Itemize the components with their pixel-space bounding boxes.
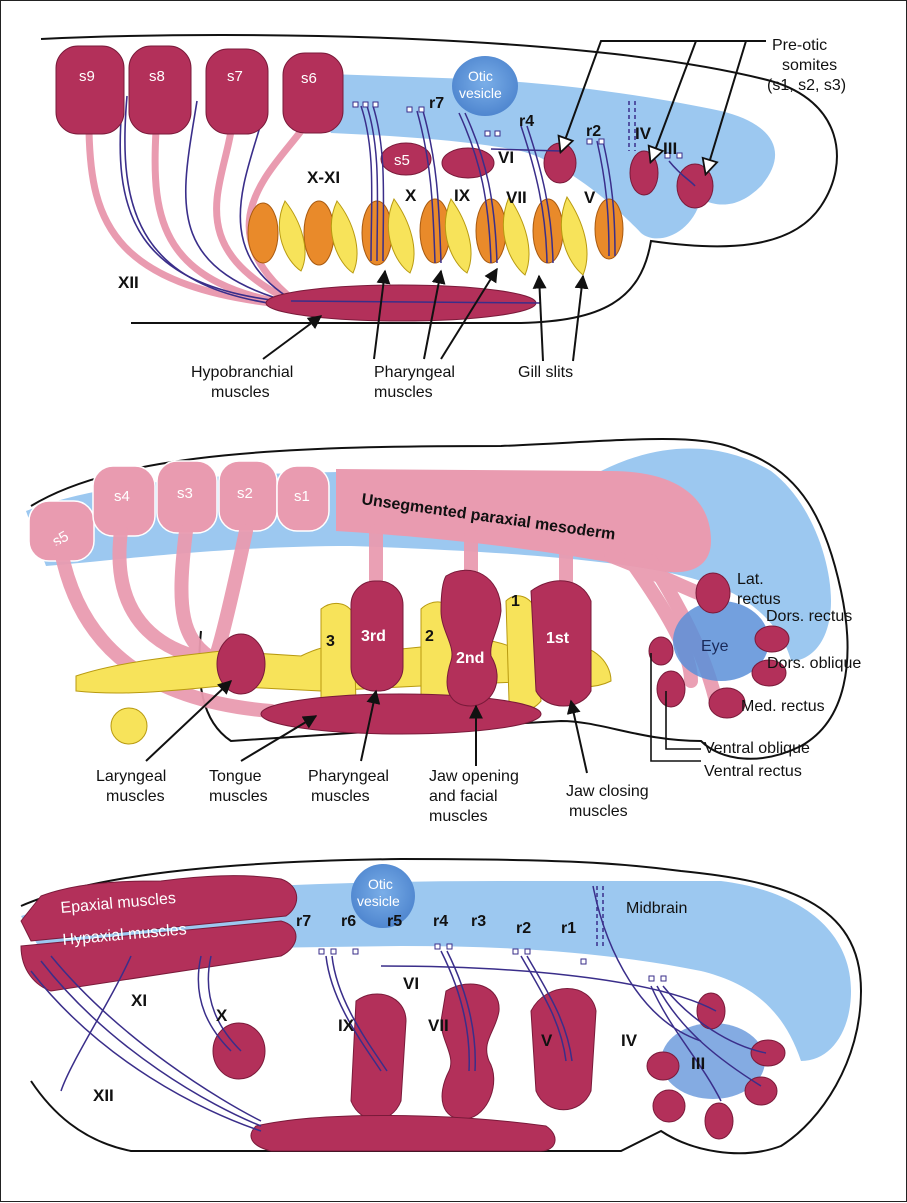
eye-lat-rectus-2: rectus bbox=[737, 591, 781, 608]
jaw-opening-label-2: and facial bbox=[429, 788, 498, 805]
nerve-label-V: V bbox=[584, 188, 596, 207]
panel1-otic-label-2: vesicle bbox=[459, 85, 502, 101]
eye-dors-oblique: Dors. oblique bbox=[767, 655, 861, 672]
pharyngeal-label-2: muscles bbox=[374, 384, 433, 401]
nerve-label-III: III bbox=[663, 139, 677, 158]
nerve-label-IX: IX bbox=[454, 186, 471, 205]
panel3-rhombomere-r3: r3 bbox=[471, 913, 486, 930]
pharyngeal-label-1: Pharyngeal bbox=[374, 364, 455, 381]
panel3-rhombomere-r1: r1 bbox=[561, 920, 576, 937]
laryngeal-label-1: Laryngeal bbox=[96, 768, 166, 785]
pre-otic-label-2: somites bbox=[782, 57, 837, 74]
rhombomere-r4: r4 bbox=[519, 113, 534, 130]
somite-s9 bbox=[56, 46, 124, 134]
somite-s7 bbox=[206, 49, 268, 134]
rhombomere-r2: r2 bbox=[586, 123, 601, 140]
arch-3rd-label: 3rd bbox=[361, 628, 386, 645]
pre-otic-label-1: Pre-otic bbox=[772, 37, 827, 54]
tongue-label-1: Tongue bbox=[209, 768, 262, 785]
pre-otic-label-3: (s1, s2, s3) bbox=[767, 77, 846, 94]
panel1-arches bbox=[248, 197, 623, 275]
panel3-nerve-IX: IX bbox=[338, 1016, 355, 1035]
somite-s8-label: s8 bbox=[149, 68, 165, 85]
panel3-midbrain: Midbrain bbox=[626, 900, 687, 917]
somite2-s3-label: s3 bbox=[177, 485, 193, 502]
panel-2: s5 s4 s3 s2 s1 Unsegmented paraxial meso… bbox=[26, 439, 861, 825]
rhombomere-r7: r7 bbox=[429, 95, 444, 112]
somite-s8 bbox=[129, 46, 191, 134]
pharyngeal2-label-1: Pharyngeal bbox=[308, 768, 389, 785]
eye-lat-rectus-1: Lat. bbox=[737, 571, 764, 588]
hypobranchial-label-1: Hypobranchial bbox=[191, 364, 293, 381]
panel3-rhombomere-r6: r6 bbox=[341, 913, 356, 930]
panel3-nerve-XI: XI bbox=[131, 991, 147, 1010]
tongue-muscle bbox=[261, 694, 541, 734]
arch-2nd bbox=[441, 570, 501, 706]
hypobranchial-bar-3 bbox=[251, 1115, 555, 1151]
somite-s6 bbox=[283, 53, 343, 133]
preotic-somite-1 bbox=[544, 143, 576, 183]
laryngeal-muscle bbox=[217, 634, 265, 694]
eye-label: Eye bbox=[701, 638, 729, 655]
jaw-closing-label-1: Jaw closing bbox=[566, 783, 649, 800]
panel3-rhombomere-r4: r4 bbox=[433, 913, 448, 930]
nerve-label-IV: IV bbox=[635, 124, 652, 143]
gill-slits-label: Gill slits bbox=[518, 364, 573, 381]
panel3-nerve-VI: VI bbox=[403, 974, 419, 993]
muscle-X bbox=[213, 1023, 265, 1079]
panel3-otic-label-1: Otic bbox=[368, 876, 393, 892]
panel3-otic-label-2: vesicle bbox=[357, 893, 400, 909]
jaw-opening-label-1: Jaw opening bbox=[429, 768, 519, 785]
eye-dors-rectus: Dors. rectus bbox=[766, 608, 852, 625]
somite2-s4-label: s4 bbox=[114, 488, 130, 505]
muscle-IX bbox=[351, 994, 406, 1120]
panel1-otic-label-1: Otic bbox=[468, 68, 493, 84]
arch-1st-label: 1st bbox=[546, 630, 570, 647]
hypobranchial-label-2: muscles bbox=[211, 384, 270, 401]
somite-s6-label: s6 bbox=[301, 70, 317, 87]
eye-ventral-rectus: Ventral rectus bbox=[704, 763, 802, 780]
muscle-VII bbox=[441, 984, 499, 1119]
pharyngeal2-label-2: muscles bbox=[311, 788, 370, 805]
nerve-label-VII: VII bbox=[506, 188, 527, 207]
somite-s5-label: s5 bbox=[394, 152, 410, 169]
somite-s9-label: s9 bbox=[79, 68, 95, 85]
panel3-rhombomere-r7: r7 bbox=[296, 913, 311, 930]
jaw-opening-label-3: muscles bbox=[429, 808, 488, 825]
nerve-label-X: X bbox=[405, 186, 417, 205]
panel3-nerve-III: III bbox=[691, 1054, 705, 1073]
laryngeal-label-2: muscles bbox=[106, 788, 165, 805]
nerve-label-XII: XII bbox=[118, 273, 139, 292]
nerve-label-X-XI: X-XI bbox=[307, 168, 340, 187]
nerve-label-VI: VI bbox=[498, 148, 514, 167]
panel3-rhombomere-r2: r2 bbox=[516, 920, 531, 937]
preotic-somite-2 bbox=[630, 151, 658, 195]
panel1-somites: s9 s8 s7 s6 bbox=[56, 46, 343, 134]
arch-number-1: 1 bbox=[511, 593, 520, 610]
eye-ventral-oblique: Ventral oblique bbox=[704, 740, 810, 757]
panel-3: Otic vesicle Epaxial muscles Hypaxial mu… bbox=[21, 859, 861, 1153]
panel3-rhombomere-r5: r5 bbox=[387, 913, 402, 930]
arch-2nd-label: 2nd bbox=[456, 650, 484, 667]
panel3-nerve-XII: XII bbox=[93, 1086, 114, 1105]
tongue-label-2: muscles bbox=[209, 788, 268, 805]
somite-s7-label: s7 bbox=[227, 68, 243, 85]
eye-med-rectus: Med. rectus bbox=[741, 698, 825, 715]
panel3-nerve-IV: IV bbox=[621, 1031, 638, 1050]
panel3-nerve-VII: VII bbox=[428, 1016, 449, 1035]
panel-1: Otic vesicle s9 s8 s7 s6 bbox=[41, 35, 846, 401]
arch-number-2: 2 bbox=[425, 628, 434, 645]
jaw-closing-label-2: muscles bbox=[569, 803, 628, 820]
somite2-s1-label: s1 bbox=[294, 488, 310, 505]
somite2-s2-label: s2 bbox=[237, 485, 253, 502]
panel3-nerve-X: X bbox=[216, 1006, 228, 1025]
arch-number-3: 3 bbox=[326, 633, 335, 650]
panel3-nerve-V: V bbox=[541, 1031, 553, 1050]
